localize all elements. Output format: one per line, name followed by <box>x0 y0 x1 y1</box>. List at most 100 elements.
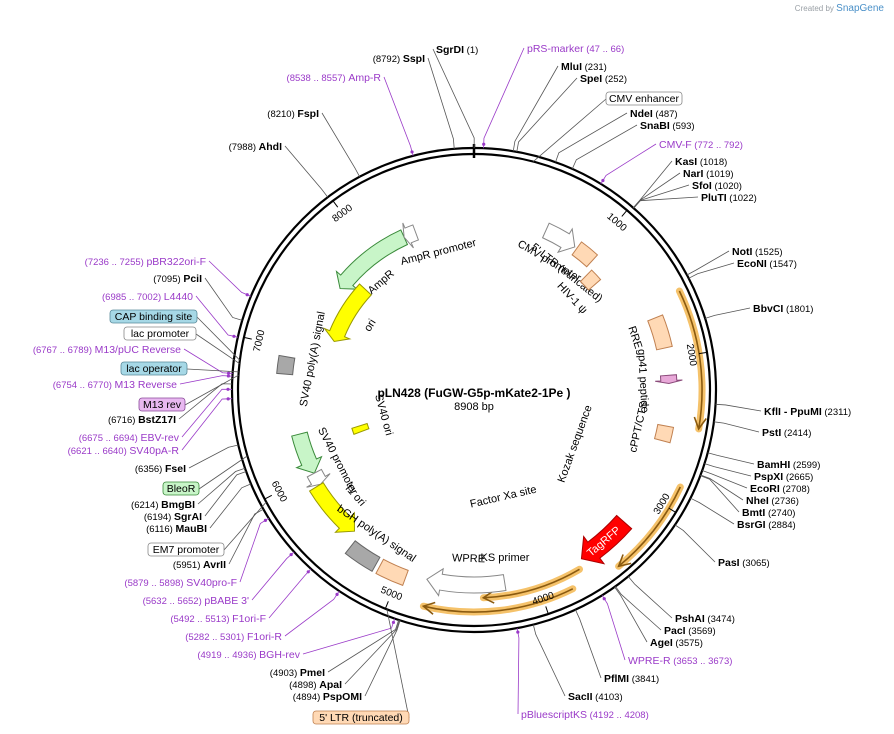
site-econi[interactable]: EcoNI (1547) <box>737 258 797 270</box>
feature-f1-ori[interactable] <box>308 481 355 533</box>
site-pspxi[interactable]: PspXI (2665) <box>754 471 813 483</box>
feature-ampr-promoter[interactable] <box>402 222 420 249</box>
primer-m13-puc-reverse[interactable]: (6767 .. 6789) M13/pUC Reverse <box>33 344 181 356</box>
label-position: (2884) <box>766 520 796 531</box>
box-em7-promoter[interactable] <box>147 542 225 557</box>
feature-5-ltr-truncated-bottom[interactable] <box>375 558 409 587</box>
label-position: (6754 .. 6770) <box>53 380 115 391</box>
leader-box-lac-operator <box>186 368 239 373</box>
site-bmgbi[interactable]: (6214) BmgBI <box>131 499 195 511</box>
feature-sv40-ori[interactable] <box>351 422 370 435</box>
feature-ori[interactable] <box>323 283 372 342</box>
primer-f1ori-r[interactable]: (5282 .. 5301) F1ori-R <box>185 631 282 643</box>
primer-pbluescriptks[interactable]: pBluescriptKS (4192 .. 4208) <box>521 709 649 721</box>
site-pshai[interactable]: PshAI (3474) <box>675 613 735 625</box>
primer-bgh-rev[interactable]: (4919 .. 4936) BGH-rev <box>197 649 300 661</box>
feature-wpre[interactable] <box>426 567 507 597</box>
site-kasi[interactable]: KasI (1018) <box>675 156 727 168</box>
site-sgrai[interactable]: (6194) SgrAI <box>144 511 202 523</box>
site-nhei[interactable]: NheI (2736) <box>746 495 799 507</box>
label-name: SpeI <box>580 73 602 85</box>
site-pluti[interactable]: PluTI (1022) <box>701 192 757 204</box>
site-mlui[interactable]: MluI (231) <box>561 61 607 73</box>
label-position: (5492 .. 5513) <box>170 614 232 625</box>
site-pasi[interactable]: PasI (3065) <box>718 557 770 569</box>
site-apai[interactable]: (4898) ApaI <box>289 679 342 691</box>
feature-ampr[interactable] <box>335 229 409 290</box>
site-agei[interactable]: AgeI (3575) <box>650 637 703 649</box>
site-avrii[interactable]: (5951) AvrII <box>173 559 226 571</box>
feature-gp41-peptide[interactable] <box>655 374 683 385</box>
site-pmei[interactable]: (4903) PmeI <box>270 667 325 679</box>
box-cmv-enhancer[interactable] <box>605 91 683 106</box>
label-name: MluI <box>561 61 582 73</box>
primer-amp-r[interactable]: (8538 .. 8557) Amp-R <box>287 72 382 84</box>
site-bstz17i[interactable]: (6716) BstZ17I <box>108 414 176 426</box>
label-position: (1019) <box>703 169 733 180</box>
site-ahdi[interactable]: (7988) AhdI <box>229 141 283 153</box>
site-fspi[interactable]: (8210) FspI <box>267 108 319 120</box>
primer-m13-reverse[interactable]: (6754 .. 6770) M13 Reverse <box>53 379 177 391</box>
leader-psti <box>713 421 760 433</box>
site-sspi[interactable]: (8792) SspI <box>373 53 425 65</box>
site-bmti[interactable]: BmtI (2740) <box>742 507 795 519</box>
site-nari[interactable]: NarI (1019) <box>683 168 734 180</box>
orange-arrow-0 <box>678 290 703 430</box>
primer-wpre-r[interactable]: WPRE-R (3653 .. 3673) <box>628 655 732 667</box>
feature-em7-promoter[interactable] <box>306 468 331 488</box>
label-position: (8792) <box>373 54 403 65</box>
label-name: SacII <box>568 691 593 703</box>
site-bamhi[interactable]: BamHI (2599) <box>757 459 820 471</box>
site-snabi[interactable]: SnaBI (593) <box>640 120 695 132</box>
primer-mark-bgh-rev <box>391 620 396 625</box>
site-ecori[interactable]: EcoRI (2708) <box>750 483 810 495</box>
box-lac-promoter[interactable] <box>123 326 197 341</box>
primer-sv40pro-f[interactable]: (5879 .. 5898) SV40pro-F <box>124 577 237 589</box>
primer-pbr322ori-f[interactable]: (7236 .. 7255) pBR322ori-F <box>85 256 206 268</box>
site-sacii[interactable]: SacII (4103) <box>568 691 623 703</box>
box-5-ltr-truncated[interactable] <box>312 710 410 725</box>
feature-rre[interactable] <box>647 314 673 351</box>
site-pspomi[interactable]: (4894) PspOMI <box>293 691 362 703</box>
feature-sv40-promoter[interactable] <box>291 431 323 474</box>
label-name: NotI <box>732 246 752 258</box>
primer-pbabe-3[interactable]: (5632 .. 5652) pBABE 3' <box>143 595 249 607</box>
feature-bgh-poly-a-signal[interactable] <box>344 540 381 572</box>
box-bleor[interactable] <box>162 481 200 496</box>
site-fsei[interactable]: (6356) FseI <box>135 463 186 475</box>
label-position: (252) <box>602 74 627 85</box>
site-maubi[interactable]: (6116) MauBI <box>146 523 207 535</box>
feature-tagrfp[interactable] <box>580 514 633 565</box>
leader-box-cap-binding-site <box>196 316 241 361</box>
primer-f1ori-f[interactable]: (5492 .. 5513) F1ori-F <box>170 613 266 625</box>
primer-l4440[interactable]: (6985 .. 7002) L4440 <box>102 291 193 303</box>
site-bbvci[interactable]: BbvCI (1801) <box>753 303 813 315</box>
site-paci[interactable]: PacI (3569) <box>664 625 716 637</box>
feature-cppt-cts[interactable] <box>653 423 675 444</box>
site-noti[interactable]: NotI (1525) <box>732 246 783 258</box>
leader-box-cmv-enhancer <box>533 98 607 162</box>
site-kfli-ppumi[interactable]: KflI - PpuMI (2311) <box>764 406 851 418</box>
label-name: NdeI <box>630 108 653 120</box>
site-sfoi[interactable]: SfoI (1020) <box>692 180 742 192</box>
site-pcii[interactable]: (7095) PciI <box>153 273 202 285</box>
primer-prs-marker[interactable]: pRS-marker (47 .. 66) <box>527 43 624 55</box>
label-name: SgrDI <box>436 44 464 56</box>
box-m13-rev[interactable] <box>138 397 186 412</box>
feature-hiv-1-psi[interactable] <box>579 269 602 291</box>
site-sgrdi[interactable]: SgrDI (1) <box>436 44 478 56</box>
feature-cmv-promoter[interactable] <box>541 222 576 254</box>
site-bsrgi[interactable]: BsrGI (2884) <box>737 519 796 531</box>
box-lac-operator[interactable] <box>120 361 188 376</box>
box-cap-binding-site[interactable] <box>109 309 198 324</box>
feature-5-ltr-truncated-top[interactable] <box>571 241 599 268</box>
site-pflmi[interactable]: PflMI (3841) <box>604 673 659 685</box>
site-psti[interactable]: PstI (2414) <box>762 427 811 439</box>
primer-sv40pa-r[interactable]: (6621 .. 6640) SV40pA-R <box>68 445 180 457</box>
primer-mark-sv40pa-r <box>226 397 230 401</box>
site-ndei[interactable]: NdeI (487) <box>630 108 678 120</box>
site-spei[interactable]: SpeI (252) <box>580 73 627 85</box>
primer-cmv-f[interactable]: CMV-F (772 .. 792) <box>659 139 743 151</box>
primer-ebv-rev[interactable]: (6675 .. 6694) EBV-rev <box>79 432 180 444</box>
feature-sv40-poly-a-signal[interactable] <box>276 354 296 376</box>
